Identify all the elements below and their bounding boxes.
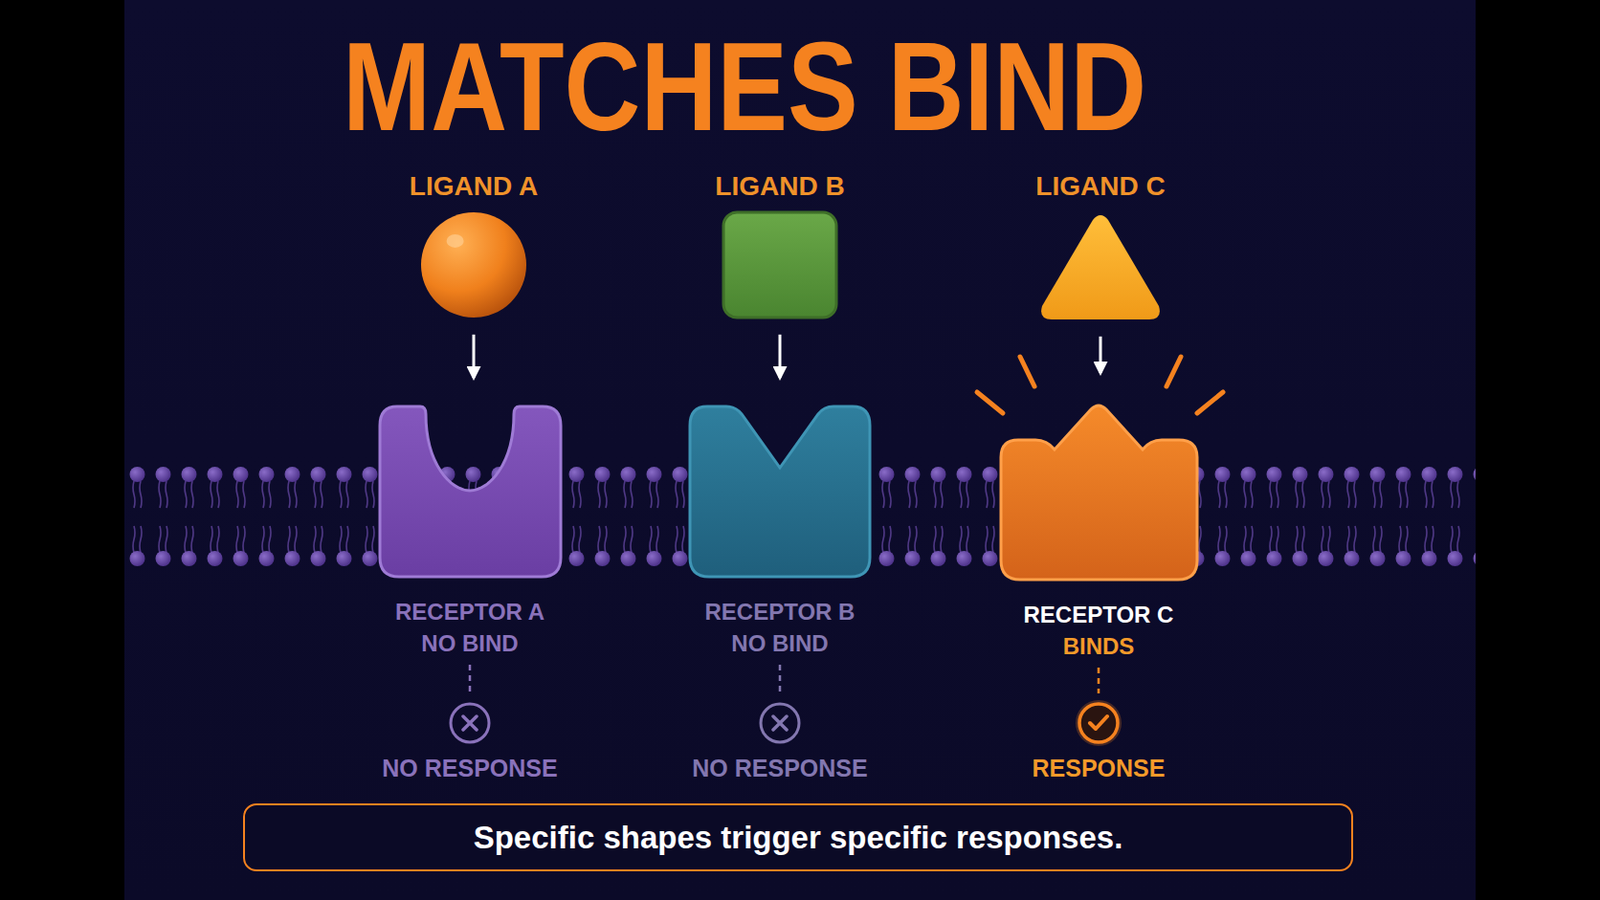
ligand-node: LIGAND B: [674, 172, 886, 320]
response-label: RESPONSE: [974, 753, 1223, 784]
caption-box: Specific shapes trigger specific respons…: [243, 803, 1354, 872]
signal-line: [778, 665, 782, 694]
binding-status: NO BIND: [355, 627, 585, 660]
receptor-node: RECEPTOR ANO BIND: [355, 404, 585, 660]
recB-shape: [688, 404, 872, 579]
response-label: NO RESPONSE: [345, 753, 595, 784]
binding-arrow: [778, 334, 782, 378]
binding-status: BINDS: [974, 630, 1223, 663]
ligand-label: LIGAND C: [995, 172, 1206, 202]
receptor-node: RECEPTOR CBINDS: [974, 400, 1223, 663]
ligand-label: LIGAND A: [368, 172, 579, 202]
square-shape: [721, 210, 839, 320]
caption: Specific shapes trigger specific respons…: [458, 812, 1139, 864]
signal-line: [468, 665, 472, 694]
recA-shape: [377, 404, 563, 579]
receptor-node: RECEPTOR BNO BIND: [665, 404, 895, 660]
title: MATCHES BIND: [342, 21, 1147, 155]
response-label: NO RESPONSE: [655, 753, 905, 784]
ligand-node: LIGAND A: [368, 172, 579, 320]
response-node: NO RESPONSE: [345, 699, 595, 784]
receptor-label: RECEPTOR A: [355, 596, 585, 628]
ligand-node: LIGAND C: [995, 172, 1206, 322]
binding-arrow: [472, 334, 476, 378]
recC-shape: [999, 400, 1200, 582]
receptor-label: RECEPTOR C: [974, 599, 1223, 631]
response-icon: [1074, 699, 1123, 748]
signal-line: [1097, 667, 1101, 694]
title-wrap: MATCHES BIND: [170, 21, 1319, 155]
binding-arrow: [1099, 336, 1103, 374]
receptor-label: RECEPTOR B: [665, 596, 895, 628]
response-node: NO RESPONSE: [655, 699, 905, 784]
ligand-label: LIGAND B: [674, 172, 886, 202]
sphere-shape: [419, 210, 529, 320]
no-response-icon: [445, 699, 494, 748]
response-node: RESPONSE: [974, 699, 1223, 784]
triangle-shape: [1038, 210, 1163, 322]
binding-status: NO BIND: [665, 627, 895, 660]
no-response-icon: [755, 699, 804, 748]
